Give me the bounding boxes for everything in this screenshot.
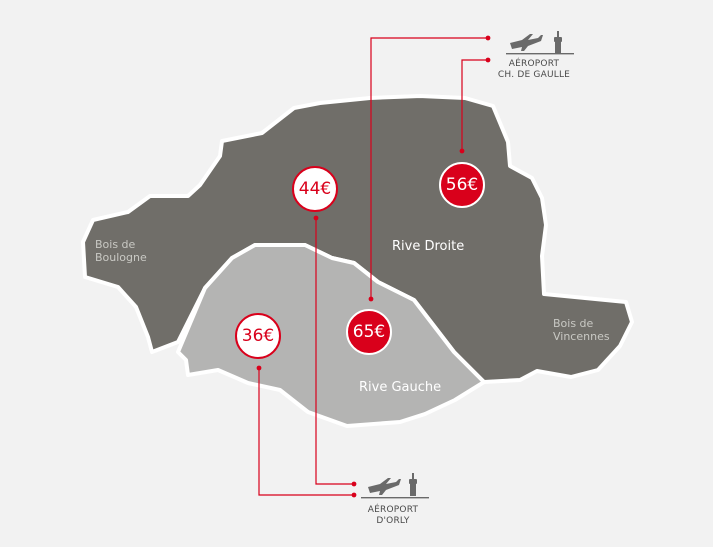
rive-droite-label: Rive Droite — [392, 239, 465, 254]
bois-boulogne-label: Bois de Boulogne — [95, 238, 147, 264]
route-line-orly-44 — [315, 218, 354, 485]
price-badge-56[interactable]: 56€ — [439, 162, 485, 208]
route-dot — [313, 215, 319, 221]
airport-cdg-label: AÉROPORT CH. DE GAULLE — [497, 59, 571, 80]
airport-orly-label: AÉROPORT D'ORLY — [367, 505, 419, 526]
rive-gauche-area[interactable] — [176, 243, 486, 428]
price-badge-65[interactable]: 65€ — [346, 309, 392, 355]
rive-gauche-label: Rive Gauche — [359, 380, 442, 395]
route-dot — [459, 148, 465, 154]
route-line-cdg-56 — [461, 59, 488, 151]
price-badge-36[interactable]: 36€ — [235, 313, 281, 359]
route-dot — [351, 481, 357, 487]
route-dot — [485, 35, 491, 41]
route-dot — [368, 296, 374, 302]
route-dot — [485, 57, 491, 63]
airport-orly-icon — [361, 473, 429, 499]
route-dot — [351, 492, 357, 498]
airport-cdg-icon — [506, 31, 574, 55]
bois-vincennes-label: Bois de Vincennes — [553, 317, 610, 343]
route-line-cdg-65 — [370, 37, 488, 299]
route-line-orly-36 — [258, 368, 354, 496]
route-dot — [256, 365, 262, 371]
price-badge-44[interactable]: 44€ — [292, 166, 338, 212]
